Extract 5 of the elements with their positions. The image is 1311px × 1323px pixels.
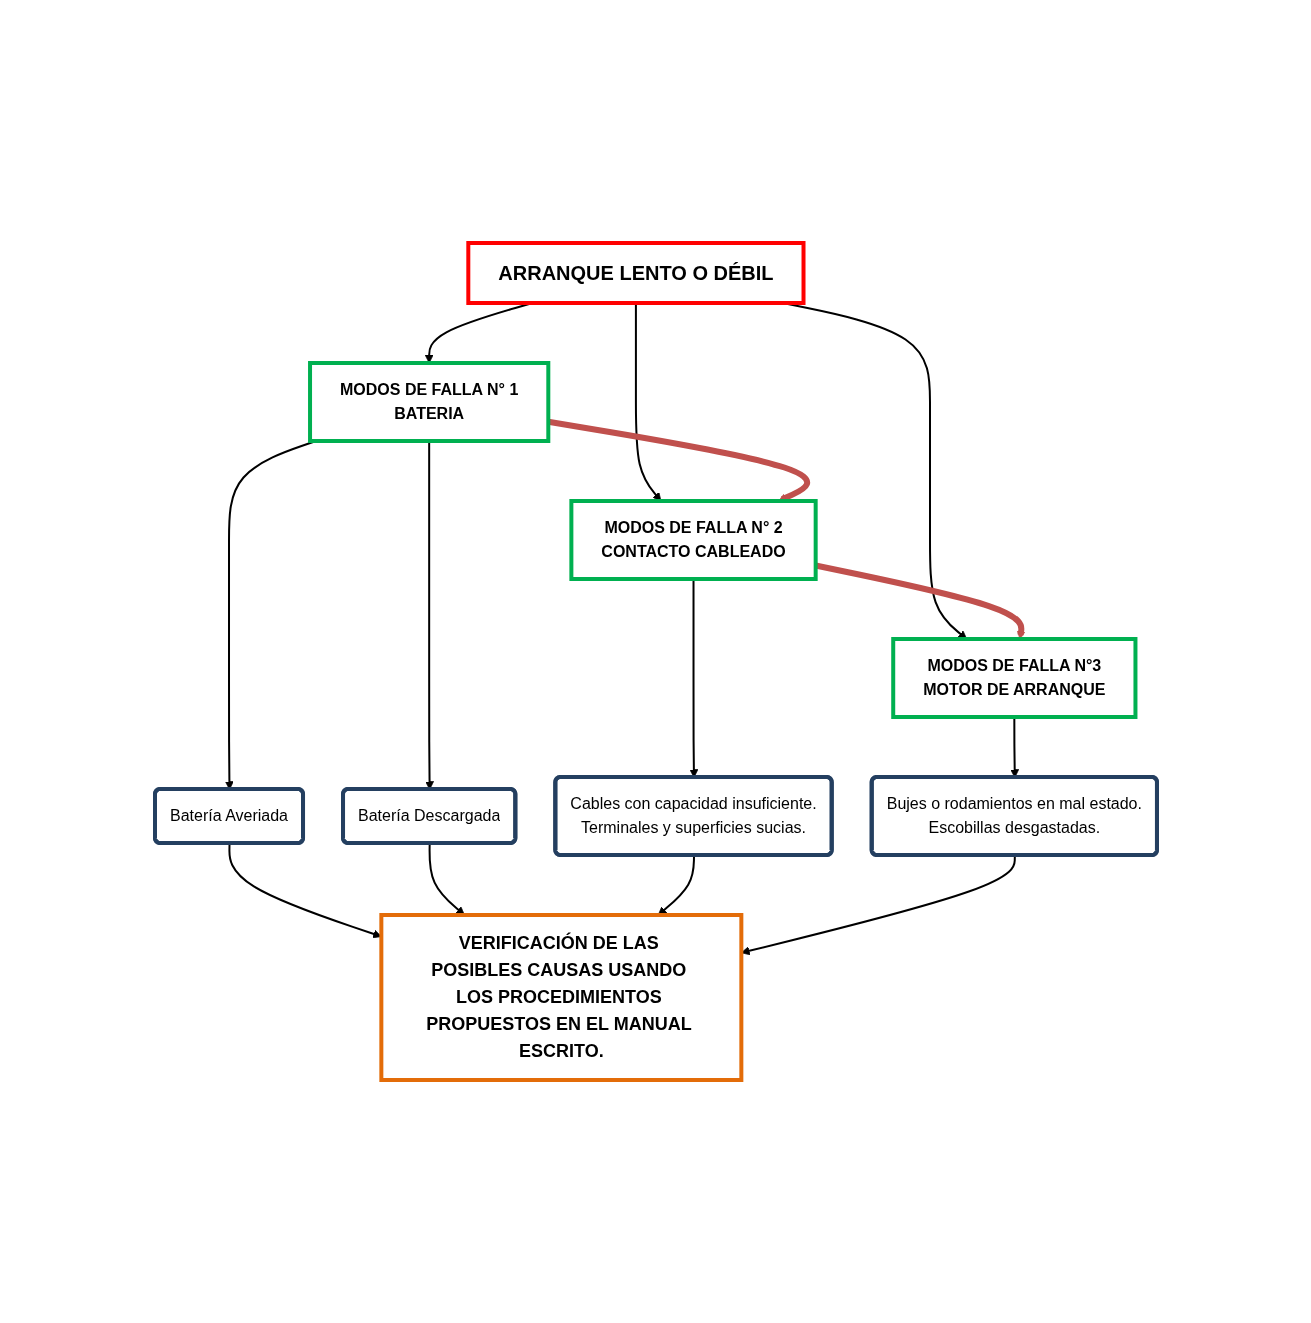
node-box: MODOS DE FALLA N° 1 BATERIA [307, 361, 550, 443]
node-box: VERIFICACIÓN DE LAS POSIBLES CAUSAS USANDO LOS PROCEDIMIENTOS PROPUESTOS EN EL MANUAL ESCRITO. [378, 913, 743, 1082]
node-box: MODOS DE FALLA N°3 MOTOR DE ARRANQUE [890, 637, 1137, 719]
node-box: MODOS DE FALLA N° 2 CONTACTO CABLEADO [568, 499, 818, 581]
node-box: ARRANQUE LENTO O DÉBIL [465, 241, 806, 305]
